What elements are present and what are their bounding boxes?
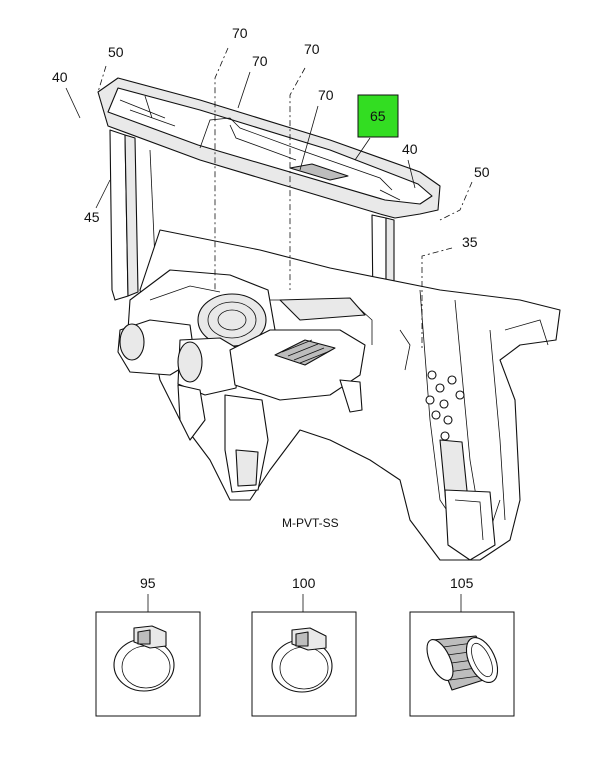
- left-support-post: [109, 129, 156, 301]
- detail-number: 105: [450, 575, 474, 591]
- hose-clamp-icon: [113, 625, 175, 692]
- callout-70-b: 70: [252, 53, 268, 69]
- hose-clamp-icon: [271, 627, 333, 693]
- highlighted-part-callout[interactable]: 65: [357, 94, 399, 138]
- callout-40-right: 40: [402, 141, 418, 157]
- callout-65: 65: [370, 108, 386, 124]
- callout-40-left: 40: [52, 69, 68, 85]
- panel-holes: [425, 370, 465, 441]
- callout-35: 35: [462, 234, 478, 250]
- callout-70-d: 70: [318, 87, 334, 103]
- callout-50-right: 50: [474, 164, 490, 180]
- duct-elbows: [117, 319, 241, 396]
- callout-50-left: 50: [108, 44, 124, 60]
- lower-brackets: [177, 329, 411, 493]
- detail-part-95: 95: [95, 575, 201, 717]
- highlight-box: [357, 94, 399, 138]
- callout-45: 45: [84, 209, 100, 225]
- callout-labels: 50 40 70 70 70 70 40 50 45 35: [52, 25, 490, 250]
- callout-leaders: [65, 47, 473, 350]
- callout-70-c: 70: [304, 41, 320, 57]
- hvac-assembly-illustration: [97, 77, 561, 561]
- detail-part-105: 105: [409, 575, 515, 717]
- figure-caption: M-PVT-SS: [282, 516, 339, 530]
- detail-number: 95: [140, 575, 156, 591]
- center-plenum: [229, 297, 373, 401]
- right-lower-bracket: [444, 489, 496, 561]
- detail-part-100: 100: [251, 575, 357, 717]
- callout-70-a: 70: [232, 25, 248, 41]
- detail-number: 100: [292, 575, 316, 591]
- upper-duct-bar: [97, 77, 441, 219]
- corrugated-hose-icon: [426, 635, 499, 691]
